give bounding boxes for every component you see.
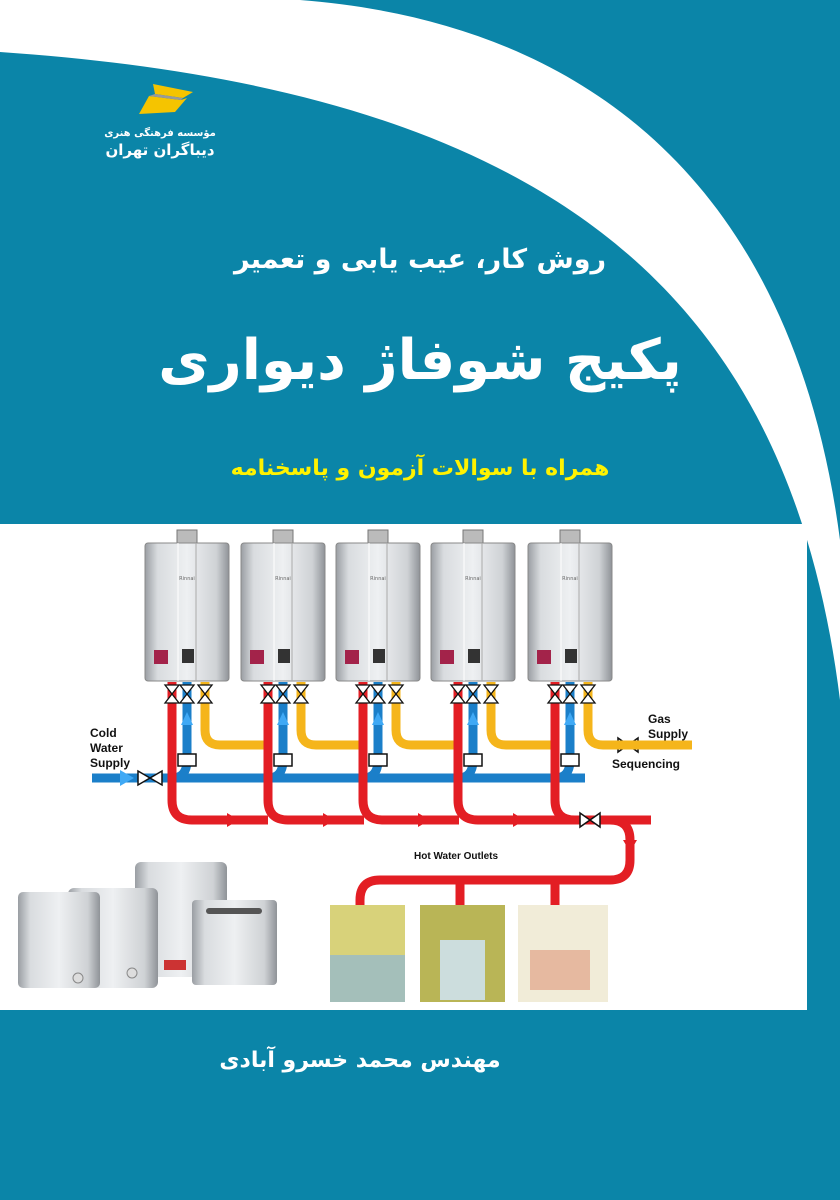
shutoff-valve-icon: [369, 684, 387, 704]
shutoff-valve-icon: [196, 684, 214, 704]
hot-valve-icon: [579, 811, 601, 829]
shutoff-valve-icon: [464, 684, 482, 704]
sequencing-label: Sequencing: [612, 757, 681, 771]
flow-sensor-box: [177, 753, 197, 767]
tankless-heater-unit: Rinnai: [240, 529, 326, 682]
gas-branch-pipe: [200, 682, 267, 750]
publisher-logo: مؤسسه فرهنگی هنری دیباگران تهران: [100, 82, 220, 159]
hot-outlet-drops: [455, 879, 560, 905]
hot-branch-pipe: [263, 682, 364, 825]
shutoff-valve-icon: [354, 684, 372, 704]
shutoff-valve-icon: [579, 684, 597, 704]
flow-sensor-box: [560, 753, 580, 767]
gas-branch-pipe: [391, 682, 458, 750]
tankless-heater-unit: Rinnai: [527, 529, 613, 682]
publisher-line1: مؤسسه فرهنگی هنری: [104, 128, 216, 139]
shutoff-valve-icon: [259, 684, 277, 704]
tankless-heater-unit: Rinnai: [430, 529, 516, 682]
gas-supply-label: Gas Supply: [648, 712, 689, 741]
cold-water-supply-label: Cold Water Supply: [90, 726, 131, 770]
shutoff-valve-icon: [561, 684, 579, 704]
gas-branch-pipe: [486, 682, 553, 750]
heater-brand-label: Rinnai: [179, 576, 195, 582]
flow-sensor-box: [463, 753, 483, 767]
flow-sensor-box: [273, 753, 293, 767]
flow-sensor-box: [368, 753, 388, 767]
heater-brand-label: Rinnai: [275, 576, 291, 582]
shutoff-valve-icon: [274, 684, 292, 704]
cold-valve-icon: [137, 769, 163, 787]
gas-branch-pipe: [583, 682, 650, 750]
book-title: پکیج شوفاژ دیواری: [158, 328, 682, 393]
heater-brand-label: Rinnai: [562, 576, 578, 582]
hot-water-outlets-label: Hot Water Outlets: [414, 851, 499, 862]
heater-brand-label: Rinnai: [370, 576, 386, 582]
shutoff-valve-icon: [178, 684, 196, 704]
hot-branch-pipe: [453, 682, 554, 825]
book-subtitle: روش کار، عیب یابی و تعمیر: [233, 244, 607, 275]
gas-branch-pipe: [296, 682, 363, 750]
book-author: مهندس محمد خسرو آبادی: [219, 1048, 501, 1073]
shutoff-valve-icon: [292, 684, 310, 704]
water-heater-products-photo: [18, 862, 277, 988]
shutoff-valve-icon: [387, 684, 405, 704]
shutoff-valve-icon: [546, 684, 564, 704]
shutoff-valve-icon: [449, 684, 467, 704]
shutoff-valve-icon: [482, 684, 500, 704]
flow-arrow-icon: [120, 770, 134, 786]
tankless-heater-unit: Rinnai: [144, 529, 230, 682]
shutoff-valve-icon: [163, 684, 181, 704]
publisher-emblem-icon: [139, 84, 193, 114]
heater-brand-label: Rinnai: [465, 576, 481, 582]
hot-loop-pipe: [355, 815, 635, 905]
hot-branch-pipe: [167, 682, 268, 825]
tankless-heater-unit: Rinnai: [335, 529, 421, 682]
publisher-line2: دیباگران تهران: [105, 141, 215, 159]
hot-branch-pipe: [358, 682, 459, 825]
book-tagline: همراه با سوالات آزمون و پاسخنامه: [230, 456, 610, 481]
